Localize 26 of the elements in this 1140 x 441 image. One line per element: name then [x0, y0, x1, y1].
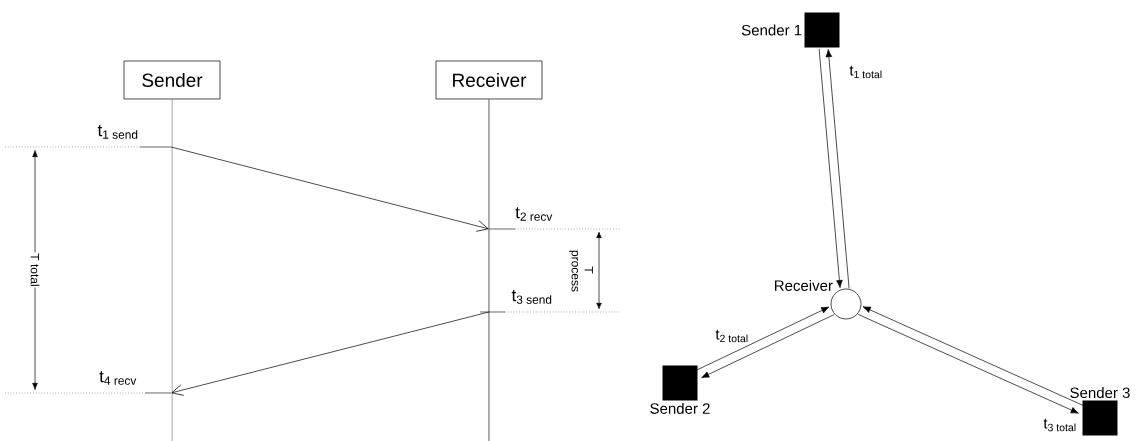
edge-label: t$_{3 total}$ [1042, 417, 1078, 433]
node-label: Sender 3 [1070, 387, 1130, 399]
arrow [696, 306, 830, 371]
arrow [701, 314, 835, 379]
lifeline [488, 99, 490, 441]
message-arrow [170, 146, 489, 232]
node-label: Sender 2 [650, 402, 710, 414]
arrow [825, 49, 850, 289]
dimension-label: T total [29, 252, 41, 288]
edge-label: t$_{1 total}$ [848, 64, 884, 80]
arrow [818, 48, 843, 289]
edge-label: t$_{2 total}$ [714, 328, 750, 344]
sender-square: Sender 2 [650, 365, 710, 414]
arrow [857, 314, 1079, 414]
lifeline-box: Receiver [435, 60, 543, 100]
timestamp-label: t$_{4 recv}$ [99, 371, 137, 385]
lifeline-box: Sender [123, 60, 221, 100]
node-label: Sender 1 [741, 24, 802, 36]
timestamp-label: t$_{1 send}$ [97, 125, 138, 139]
sender-square: Sender 1 [741, 12, 840, 48]
arrow [862, 306, 1084, 406]
message-arrow [171, 311, 490, 396]
timestamp-label: t$_{3 send}$ [511, 290, 552, 304]
dimension-label: T process [568, 249, 594, 292]
node-label: Receiver [774, 279, 833, 291]
timestamp-label: t$_{2 recv}$ [515, 207, 553, 221]
